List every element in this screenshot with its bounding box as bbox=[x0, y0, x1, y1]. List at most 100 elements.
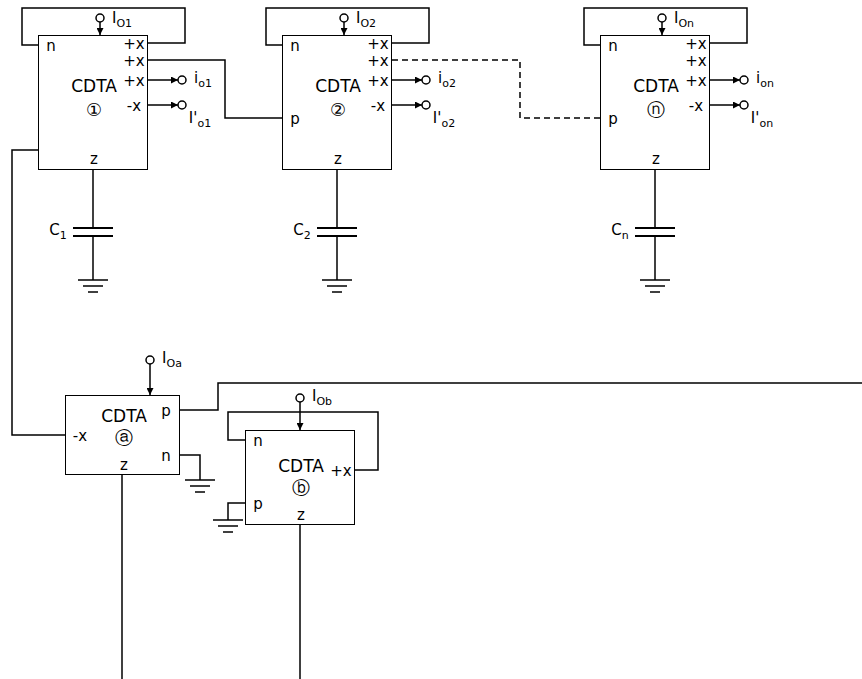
terminal bbox=[740, 101, 748, 109]
ground-symbol bbox=[218, 525, 238, 527]
output-arrow bbox=[392, 79, 422, 81]
bias-current-arrow bbox=[299, 402, 301, 430]
ground-symbol bbox=[195, 491, 205, 493]
cdta-block: nCDTA ⓑ p +x z bbox=[245, 430, 355, 525]
pin-label: z bbox=[120, 458, 128, 473]
pin-label: p bbox=[253, 497, 263, 512]
pin-label: +x bbox=[367, 74, 388, 89]
terminal bbox=[296, 394, 304, 402]
signal-wire bbox=[148, 60, 282, 118]
terminal bbox=[340, 14, 348, 22]
ground-symbol bbox=[185, 479, 215, 481]
capacitor-label: C2 bbox=[293, 223, 310, 241]
ground-symbol bbox=[322, 279, 352, 281]
block-name: CDTA bbox=[633, 78, 679, 95]
capacitor-label: C1 bbox=[49, 223, 66, 241]
capacitor-plate bbox=[73, 227, 113, 229]
pin-label: n bbox=[161, 449, 171, 464]
cdta-block: nCDTAⓝp+x+x+x-xz bbox=[600, 35, 710, 170]
terminal bbox=[658, 14, 666, 22]
block-number: ⓐ bbox=[115, 429, 133, 447]
capacitor-plate bbox=[317, 227, 357, 229]
pin-label: p bbox=[290, 112, 300, 127]
pin-label: +x bbox=[685, 37, 706, 52]
wire bbox=[92, 170, 94, 228]
block-number: ⓝ bbox=[647, 101, 665, 119]
wire bbox=[654, 170, 656, 228]
current-label: IO1 bbox=[112, 11, 132, 29]
pin-label: z bbox=[90, 152, 98, 167]
current-label: io1 bbox=[194, 71, 212, 89]
block-name: CDTA bbox=[278, 458, 324, 475]
output-arrow bbox=[710, 104, 740, 106]
terminal bbox=[422, 76, 430, 84]
pin-label: +x bbox=[367, 54, 388, 69]
pin-label: n bbox=[290, 39, 300, 54]
output-arrow bbox=[148, 79, 178, 81]
output-arrow bbox=[710, 79, 740, 81]
ground-symbol bbox=[78, 279, 108, 281]
pin-label: +x bbox=[123, 37, 144, 52]
wire bbox=[336, 236, 338, 280]
current-label: IOb bbox=[312, 389, 332, 407]
pin-label: -x bbox=[127, 99, 141, 114]
ground-symbol bbox=[88, 291, 98, 293]
block-number: ① bbox=[86, 101, 102, 119]
wire bbox=[654, 236, 656, 280]
current-label: I'on bbox=[751, 111, 773, 129]
pin-label: +x bbox=[685, 54, 706, 69]
cdta-block: CDTAⓐ-xpnz bbox=[65, 395, 180, 475]
pin-label: z bbox=[297, 508, 305, 523]
bias-current-arrow bbox=[343, 22, 345, 35]
cdta-block: nCDTA②p+x+x+x-xz bbox=[282, 35, 392, 170]
pin-label: p bbox=[608, 112, 618, 127]
pin-label: +x bbox=[123, 54, 144, 69]
current-label: IO2 bbox=[356, 11, 376, 29]
pin-label: -x bbox=[371, 99, 385, 114]
current-label: I'o1 bbox=[189, 111, 211, 129]
current-label: I'o2 bbox=[433, 111, 455, 129]
terminal bbox=[146, 356, 154, 364]
ground-symbol bbox=[223, 531, 233, 533]
pin-label: +x bbox=[367, 37, 388, 52]
terminal bbox=[178, 76, 186, 84]
ground-symbol bbox=[190, 485, 210, 487]
signal-wire bbox=[392, 60, 600, 118]
output-arrow bbox=[392, 104, 422, 106]
wire bbox=[180, 455, 200, 480]
pin-label: p bbox=[161, 404, 171, 419]
pin-label: n bbox=[608, 39, 618, 54]
ground-symbol bbox=[327, 285, 347, 287]
wire bbox=[121, 475, 123, 679]
terminal bbox=[740, 76, 748, 84]
bias-current-arrow bbox=[99, 22, 101, 35]
signal-wire bbox=[12, 150, 65, 435]
ground-symbol bbox=[650, 291, 660, 293]
output-arrow bbox=[148, 104, 178, 106]
current-label: IOn bbox=[674, 11, 694, 29]
ground-symbol bbox=[213, 519, 243, 521]
ground-symbol bbox=[645, 285, 665, 287]
terminal bbox=[96, 14, 104, 22]
bias-current-arrow bbox=[661, 22, 663, 35]
pin-label: +x bbox=[330, 464, 351, 479]
block-name: CDTA bbox=[101, 408, 147, 425]
ground-symbol bbox=[332, 291, 342, 293]
block-name: CDTA bbox=[315, 78, 361, 95]
pin-label: n bbox=[253, 434, 263, 449]
cdta-block: nCDTA①+x+x+x-xz bbox=[38, 35, 148, 170]
pin-label: z bbox=[652, 152, 660, 167]
bias-current-arrow bbox=[149, 364, 151, 395]
ground-symbol bbox=[83, 285, 103, 287]
wire bbox=[180, 383, 862, 410]
pin-label: +x bbox=[685, 74, 706, 89]
block-name: CDTA bbox=[71, 78, 117, 95]
ground-symbol bbox=[640, 279, 670, 281]
block-number: ② bbox=[330, 101, 346, 119]
wire bbox=[336, 170, 338, 228]
terminal bbox=[178, 101, 186, 109]
block-number: ⓑ bbox=[292, 479, 310, 497]
pin-label: +x bbox=[123, 74, 144, 89]
current-label: ion bbox=[756, 71, 774, 89]
wire bbox=[92, 236, 94, 280]
